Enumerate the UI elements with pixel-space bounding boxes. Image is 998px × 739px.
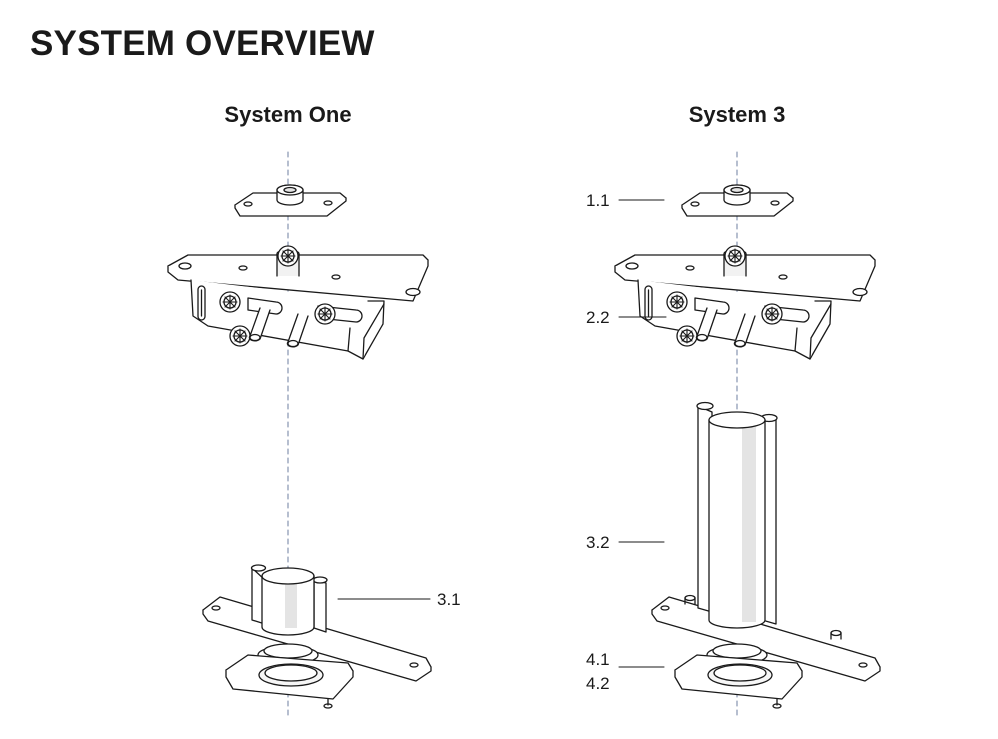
callout-1-1: 1.1 — [586, 191, 610, 210]
system-one-pivot-box — [168, 246, 428, 359]
system-one-bottom-pivot — [202, 564, 432, 709]
callout-4-1: 4.1 — [586, 650, 610, 669]
callout-3-2: 3.2 — [586, 533, 610, 552]
system-one-title: System One — [224, 102, 352, 127]
page-title: SYSTEM OVERVIEW — [30, 24, 375, 63]
system-three-title: System 3 — [688, 102, 786, 127]
system-three-top-plate — [681, 184, 794, 217]
callout-2-2: 2.2 — [586, 308, 610, 327]
system-three-pivot-box — [615, 246, 875, 359]
callout-4-2: 4.2 — [586, 674, 610, 693]
callout-3-1: 3.1 — [437, 590, 461, 609]
system-one-top-plate — [234, 184, 347, 217]
callout-leaders — [337, 199, 667, 668]
system-three-bottom-pivot — [651, 401, 881, 709]
